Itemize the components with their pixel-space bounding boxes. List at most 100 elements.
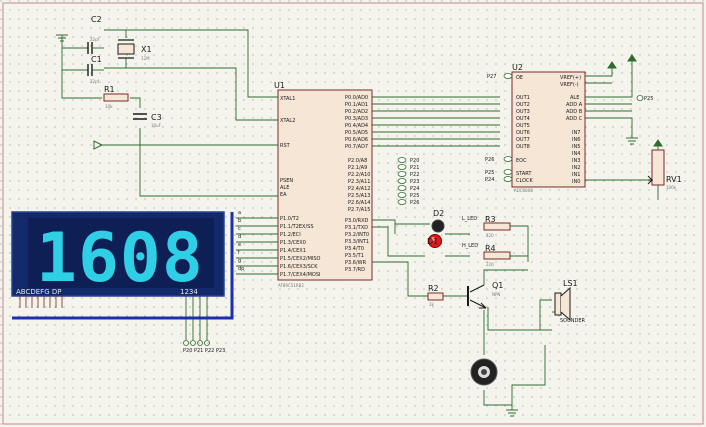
u2-pin-out6: OUT6 xyxy=(516,130,530,136)
u1-pin-p03: P0.3/AD3 xyxy=(345,116,368,122)
u2-pin-out8: OUT8 xyxy=(516,144,530,150)
labels: C2 22pf X1 12M C1 22pf R1 10k C3 10uF U1… xyxy=(90,15,682,324)
u1-pin-p15: P1.5/CEX2/MISO xyxy=(280,256,321,262)
seg-pin-e: e xyxy=(238,242,241,248)
seg-pin-d: d xyxy=(238,234,241,240)
seg-pin-c: c xyxy=(238,226,241,232)
u2-pin-in2: IN2 xyxy=(572,165,580,171)
r3-label: R3 xyxy=(485,215,496,224)
adc-u2[interactable] xyxy=(511,71,586,188)
u2-pin-oe: OE xyxy=(516,75,523,81)
bus-line xyxy=(12,212,234,320)
seg-pin-dp: dp xyxy=(238,266,244,272)
c2-value: 22pf xyxy=(90,37,100,42)
net-p20: P20 xyxy=(410,158,419,164)
u2-pin-in7: IN7 xyxy=(572,130,580,136)
ls1-label: LS1 xyxy=(563,279,578,288)
c2-label: C2 xyxy=(91,15,102,24)
u1-pin-p12: P1.2/ECI xyxy=(280,232,301,238)
display-digit-label: 1234 xyxy=(180,288,198,296)
u1-pin-p11: P1.1/T2EX/SS xyxy=(280,224,314,230)
digit-pin-circles xyxy=(183,340,210,346)
c3-label: C3 xyxy=(151,113,162,122)
resistor-r3[interactable] xyxy=(483,222,511,231)
u1-pin-p30: P3.0/RXD xyxy=(345,218,369,224)
c1-label: C1 xyxy=(91,55,102,64)
u2-part: ADC0808 xyxy=(514,188,533,193)
u1-pin-p05: P0.5/AD5 xyxy=(345,130,368,136)
u2-pin-out4: OUT4 xyxy=(516,116,530,122)
u2-pin-eoc: EOC xyxy=(516,158,527,164)
mcu-u1[interactable] xyxy=(277,89,373,281)
led-d1[interactable] xyxy=(428,234,442,248)
u1-pin-p14: P1.4/CEX1 xyxy=(280,248,306,254)
u1-pin-p20: P2.0/A8 xyxy=(348,158,367,164)
seven-segment-display[interactable] xyxy=(11,211,225,297)
display-segment-label: ABCDEFG DP xyxy=(16,288,61,296)
sounder-ls1[interactable] xyxy=(554,286,571,322)
u1-pin-p27: P2.7/A15 xyxy=(348,207,370,213)
d1-net: H_LED xyxy=(462,243,478,249)
u1-pin-p01: P0.1/AD1 xyxy=(345,102,368,108)
motor[interactable] xyxy=(470,358,498,386)
q1-value: NPN xyxy=(492,292,500,297)
potentiometer-rv1[interactable] xyxy=(647,149,665,186)
u2-pin-in4: IN4 xyxy=(572,151,580,157)
u1-label: U1 xyxy=(274,81,285,90)
u1-pin-p02: P0.2/AD2 xyxy=(345,109,368,115)
net-p23: P23 xyxy=(410,179,419,185)
r2-value: 1k xyxy=(429,302,435,307)
u1-pin-p24: P2.4/A12 xyxy=(348,186,370,192)
r4-label: R4 xyxy=(485,244,496,253)
u1-pin-psen: PSEN xyxy=(280,178,293,184)
u1-pin-p25: P2.5/A13 xyxy=(348,193,370,199)
net-p26: P26 xyxy=(410,200,419,206)
u1-pin-p06: P0.6/AD6 xyxy=(345,137,368,143)
u1-pin-ale: ALE xyxy=(280,185,289,191)
u2-pin-out7: OUT7 xyxy=(516,137,530,143)
u1-pin-p00: P0.0/AD0 xyxy=(345,95,368,101)
u1-pin-p31: P3.1/TXD xyxy=(345,225,368,231)
seg-pin-f: f xyxy=(238,250,240,256)
resistor-r4[interactable] xyxy=(483,251,511,260)
d2-label: D2 xyxy=(433,209,444,218)
u1-pin-p35: P3.5/T1 xyxy=(345,253,364,259)
capacitor-c2[interactable] xyxy=(87,42,104,54)
u2-pin-adda: ADD A xyxy=(566,102,583,108)
wires xyxy=(61,29,659,410)
u2-label: U2 xyxy=(512,63,523,72)
u2-pin-out5: OUT5 xyxy=(516,123,530,129)
u1-pin-p34: P3.4/T0 xyxy=(345,246,364,252)
d1-label: D1 xyxy=(427,237,438,246)
net-p24: P24 xyxy=(485,177,494,183)
r3-value: 220 xyxy=(486,233,494,238)
u1-pin-p22: P2.2/A10 xyxy=(348,172,370,178)
u1-pin-p36: P3.6/WR xyxy=(345,260,367,266)
transistor-q1[interactable] xyxy=(467,284,487,309)
port-terminals xyxy=(397,73,644,205)
u2-pin-in1: IN1 xyxy=(572,172,580,178)
capacitor-c3[interactable] xyxy=(133,113,147,120)
seg-pin-g: g xyxy=(238,258,241,264)
crystal-x1[interactable] xyxy=(117,39,135,59)
net-p25: P25 xyxy=(410,193,419,199)
d2-net: L_LED xyxy=(462,216,477,222)
u1-pin-p23: P2.3/A11 xyxy=(348,179,370,185)
u2-pin-out2: OUT2 xyxy=(516,102,530,108)
resistor-r2[interactable] xyxy=(427,292,444,301)
display-pins xyxy=(19,296,63,308)
capacitor-c1[interactable] xyxy=(87,64,104,76)
net-p22: P22 xyxy=(410,172,419,178)
u2-pin-in5: IN5 xyxy=(572,144,580,150)
seg-pin-a: a xyxy=(238,210,241,216)
u1-pin-p16: P1.6/CEX3/SCK xyxy=(280,264,318,270)
x1-label: X1 xyxy=(141,45,152,54)
led-d2[interactable] xyxy=(431,219,445,233)
ground-symbols xyxy=(56,34,638,417)
u2-pin-in3: IN3 xyxy=(572,158,580,164)
resistor-r1[interactable] xyxy=(103,93,129,102)
u2-pin-in0: IN0 xyxy=(572,179,580,185)
